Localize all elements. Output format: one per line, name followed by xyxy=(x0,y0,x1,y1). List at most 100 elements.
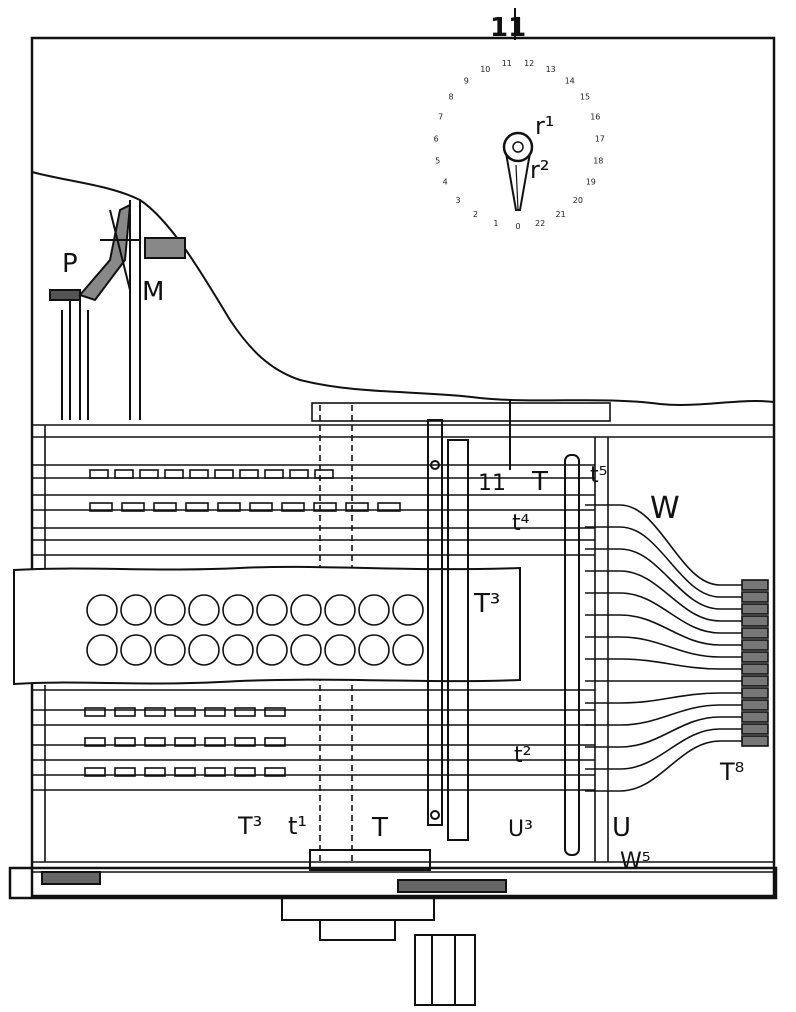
dial-number: 7 xyxy=(438,113,443,122)
wheel-hole xyxy=(256,634,288,666)
dial-number: 19 xyxy=(586,178,596,187)
label-T-bottom: T xyxy=(371,813,388,843)
wheel-hole xyxy=(256,594,288,626)
wire-terminal xyxy=(741,651,769,663)
dial-number: 14 xyxy=(565,76,575,85)
dial-number: 8 xyxy=(448,93,453,102)
rack-tooth xyxy=(89,502,113,512)
rack-tooth xyxy=(234,767,256,777)
wire-terminal xyxy=(741,603,769,615)
label-t5: t⁵ xyxy=(590,463,607,488)
wire xyxy=(585,704,768,726)
wire-terminal xyxy=(741,627,769,639)
rack-tooth xyxy=(313,502,337,512)
wire-bundle-W xyxy=(585,504,769,792)
dial-number: 15 xyxy=(580,93,590,102)
rack-tooth xyxy=(345,502,369,512)
rack-tooth xyxy=(114,707,136,717)
dial-number: 16 xyxy=(590,113,600,122)
rack-tooth xyxy=(174,767,196,777)
wheel-hole xyxy=(358,594,390,626)
wire xyxy=(585,636,768,658)
wire-terminal xyxy=(741,615,769,627)
dial-number: 21 xyxy=(556,210,566,219)
wire xyxy=(585,504,768,586)
wire-terminal xyxy=(741,687,769,699)
rack-tooth xyxy=(264,469,284,479)
wheel-hole xyxy=(154,594,186,626)
label-U: U xyxy=(612,813,631,843)
wheel-hole xyxy=(222,594,254,626)
dial-number: 20 xyxy=(573,196,583,205)
rack-tooth xyxy=(239,469,259,479)
rack-tooth xyxy=(234,707,256,717)
bevel-gear-assembly xyxy=(49,200,186,420)
label-T-top: T xyxy=(531,467,548,497)
wheel-hole xyxy=(222,634,254,666)
rack-tooth xyxy=(144,767,166,777)
dial-number: 0 xyxy=(515,222,520,231)
rack-tooth xyxy=(377,502,401,512)
wire xyxy=(585,692,768,704)
wheel-hole xyxy=(358,634,390,666)
dial-number: 5 xyxy=(435,157,440,166)
dial-number: 17 xyxy=(595,134,605,143)
wire xyxy=(585,570,768,622)
dial-number: 12 xyxy=(524,59,534,68)
wire xyxy=(585,614,768,646)
dial-number: 6 xyxy=(434,134,439,143)
rack-tooth xyxy=(84,707,106,717)
wire-terminal xyxy=(741,735,769,747)
wheel-hole xyxy=(324,594,356,626)
label-M: M xyxy=(142,277,164,307)
label-t1: t¹ xyxy=(288,812,307,840)
wheel-hole xyxy=(392,594,424,626)
rack-tooth xyxy=(114,737,136,747)
upper-rods xyxy=(32,464,595,556)
dial-number: 11 xyxy=(502,59,512,68)
label-P: P xyxy=(62,249,78,279)
drive-shaft xyxy=(41,849,507,1006)
label-T3-left: T³ xyxy=(237,812,262,840)
label-r2: r² xyxy=(530,156,550,184)
rack-tooth xyxy=(144,737,166,747)
dial-number: 3 xyxy=(456,196,461,205)
outer-casing xyxy=(30,36,776,898)
wire-terminal xyxy=(741,663,769,675)
rack-tooth xyxy=(217,502,241,512)
wire-terminal xyxy=(741,723,769,735)
label-t4: t⁴ xyxy=(512,511,530,536)
rack-tooth xyxy=(281,502,305,512)
wire xyxy=(585,728,768,770)
rack-tooth xyxy=(264,707,286,717)
rack-tooth xyxy=(114,767,136,777)
wheel-hole xyxy=(86,594,118,626)
wire-terminal xyxy=(741,579,769,591)
vertical-bar-assembly xyxy=(427,400,580,856)
rack-tooth xyxy=(114,469,134,479)
wheel-hole xyxy=(188,634,220,666)
label-T3-right: T³ xyxy=(473,589,500,619)
rack-tooth xyxy=(249,502,273,512)
label-W5: W⁵ xyxy=(620,849,651,874)
wheel-hole xyxy=(188,594,220,626)
label-11: 11 xyxy=(478,471,506,496)
rack-tooth xyxy=(139,469,159,479)
dial-number: 18 xyxy=(593,157,603,166)
rack-tooth xyxy=(234,737,256,747)
rack-tooth xyxy=(314,469,334,479)
wheel-hole xyxy=(154,634,186,666)
dial-number: 1 xyxy=(493,219,498,228)
rack-tooth xyxy=(121,502,145,512)
dial-number: 2 xyxy=(473,210,478,219)
dial-number: 4 xyxy=(443,178,448,187)
wheel-hole xyxy=(324,634,356,666)
rack-tooth xyxy=(84,767,106,777)
rack-tooth xyxy=(214,469,234,479)
wire-terminal xyxy=(741,591,769,603)
wheel-hole xyxy=(392,634,424,666)
label-W: W xyxy=(650,491,680,526)
rack-tooth xyxy=(204,737,226,747)
